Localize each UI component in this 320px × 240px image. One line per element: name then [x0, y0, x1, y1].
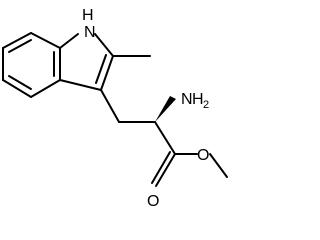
bond-benzene-2	[30, 32, 61, 49]
amine-h-label: H	[192, 91, 204, 108]
bond-pyrrole-1	[59, 33, 79, 49]
bond-pyrrole-4	[59, 79, 102, 91]
bond-carbonyl-double-b	[151, 151, 171, 184]
bond-benzene-5	[2, 79, 32, 98]
bond-benzene-double-1	[8, 39, 32, 53]
indole-h-label: H	[82, 7, 94, 24]
bond-alpha-carbonyl	[154, 121, 176, 155]
molecule-structure: H N N H 2 O O	[2, 7, 228, 210]
bond-benzene-double-3	[8, 75, 32, 90]
bond-carbonyl-double-a	[155, 153, 176, 187]
bond-ch2-1	[100, 89, 120, 123]
bond-pyrrole-double	[95, 54, 107, 84]
bond-benzene-1	[2, 32, 32, 49]
amine-subscript: 2	[203, 99, 209, 111]
bond-benzene-4	[30, 79, 61, 98]
bond-pyrrole-2	[94, 33, 114, 57]
bond-o-methyl	[209, 153, 228, 178]
indole-n-label: N	[84, 24, 96, 41]
molecule-canvas: H N N H 2 O O	[2, 7, 228, 210]
ester-o-label: O	[197, 147, 209, 164]
stereo-wedge-bond	[155, 96, 176, 122]
bond-pyrrole-3	[100, 55, 114, 91]
amine-n-label: N	[181, 91, 193, 108]
carbonyl-o-label: O	[147, 193, 159, 210]
